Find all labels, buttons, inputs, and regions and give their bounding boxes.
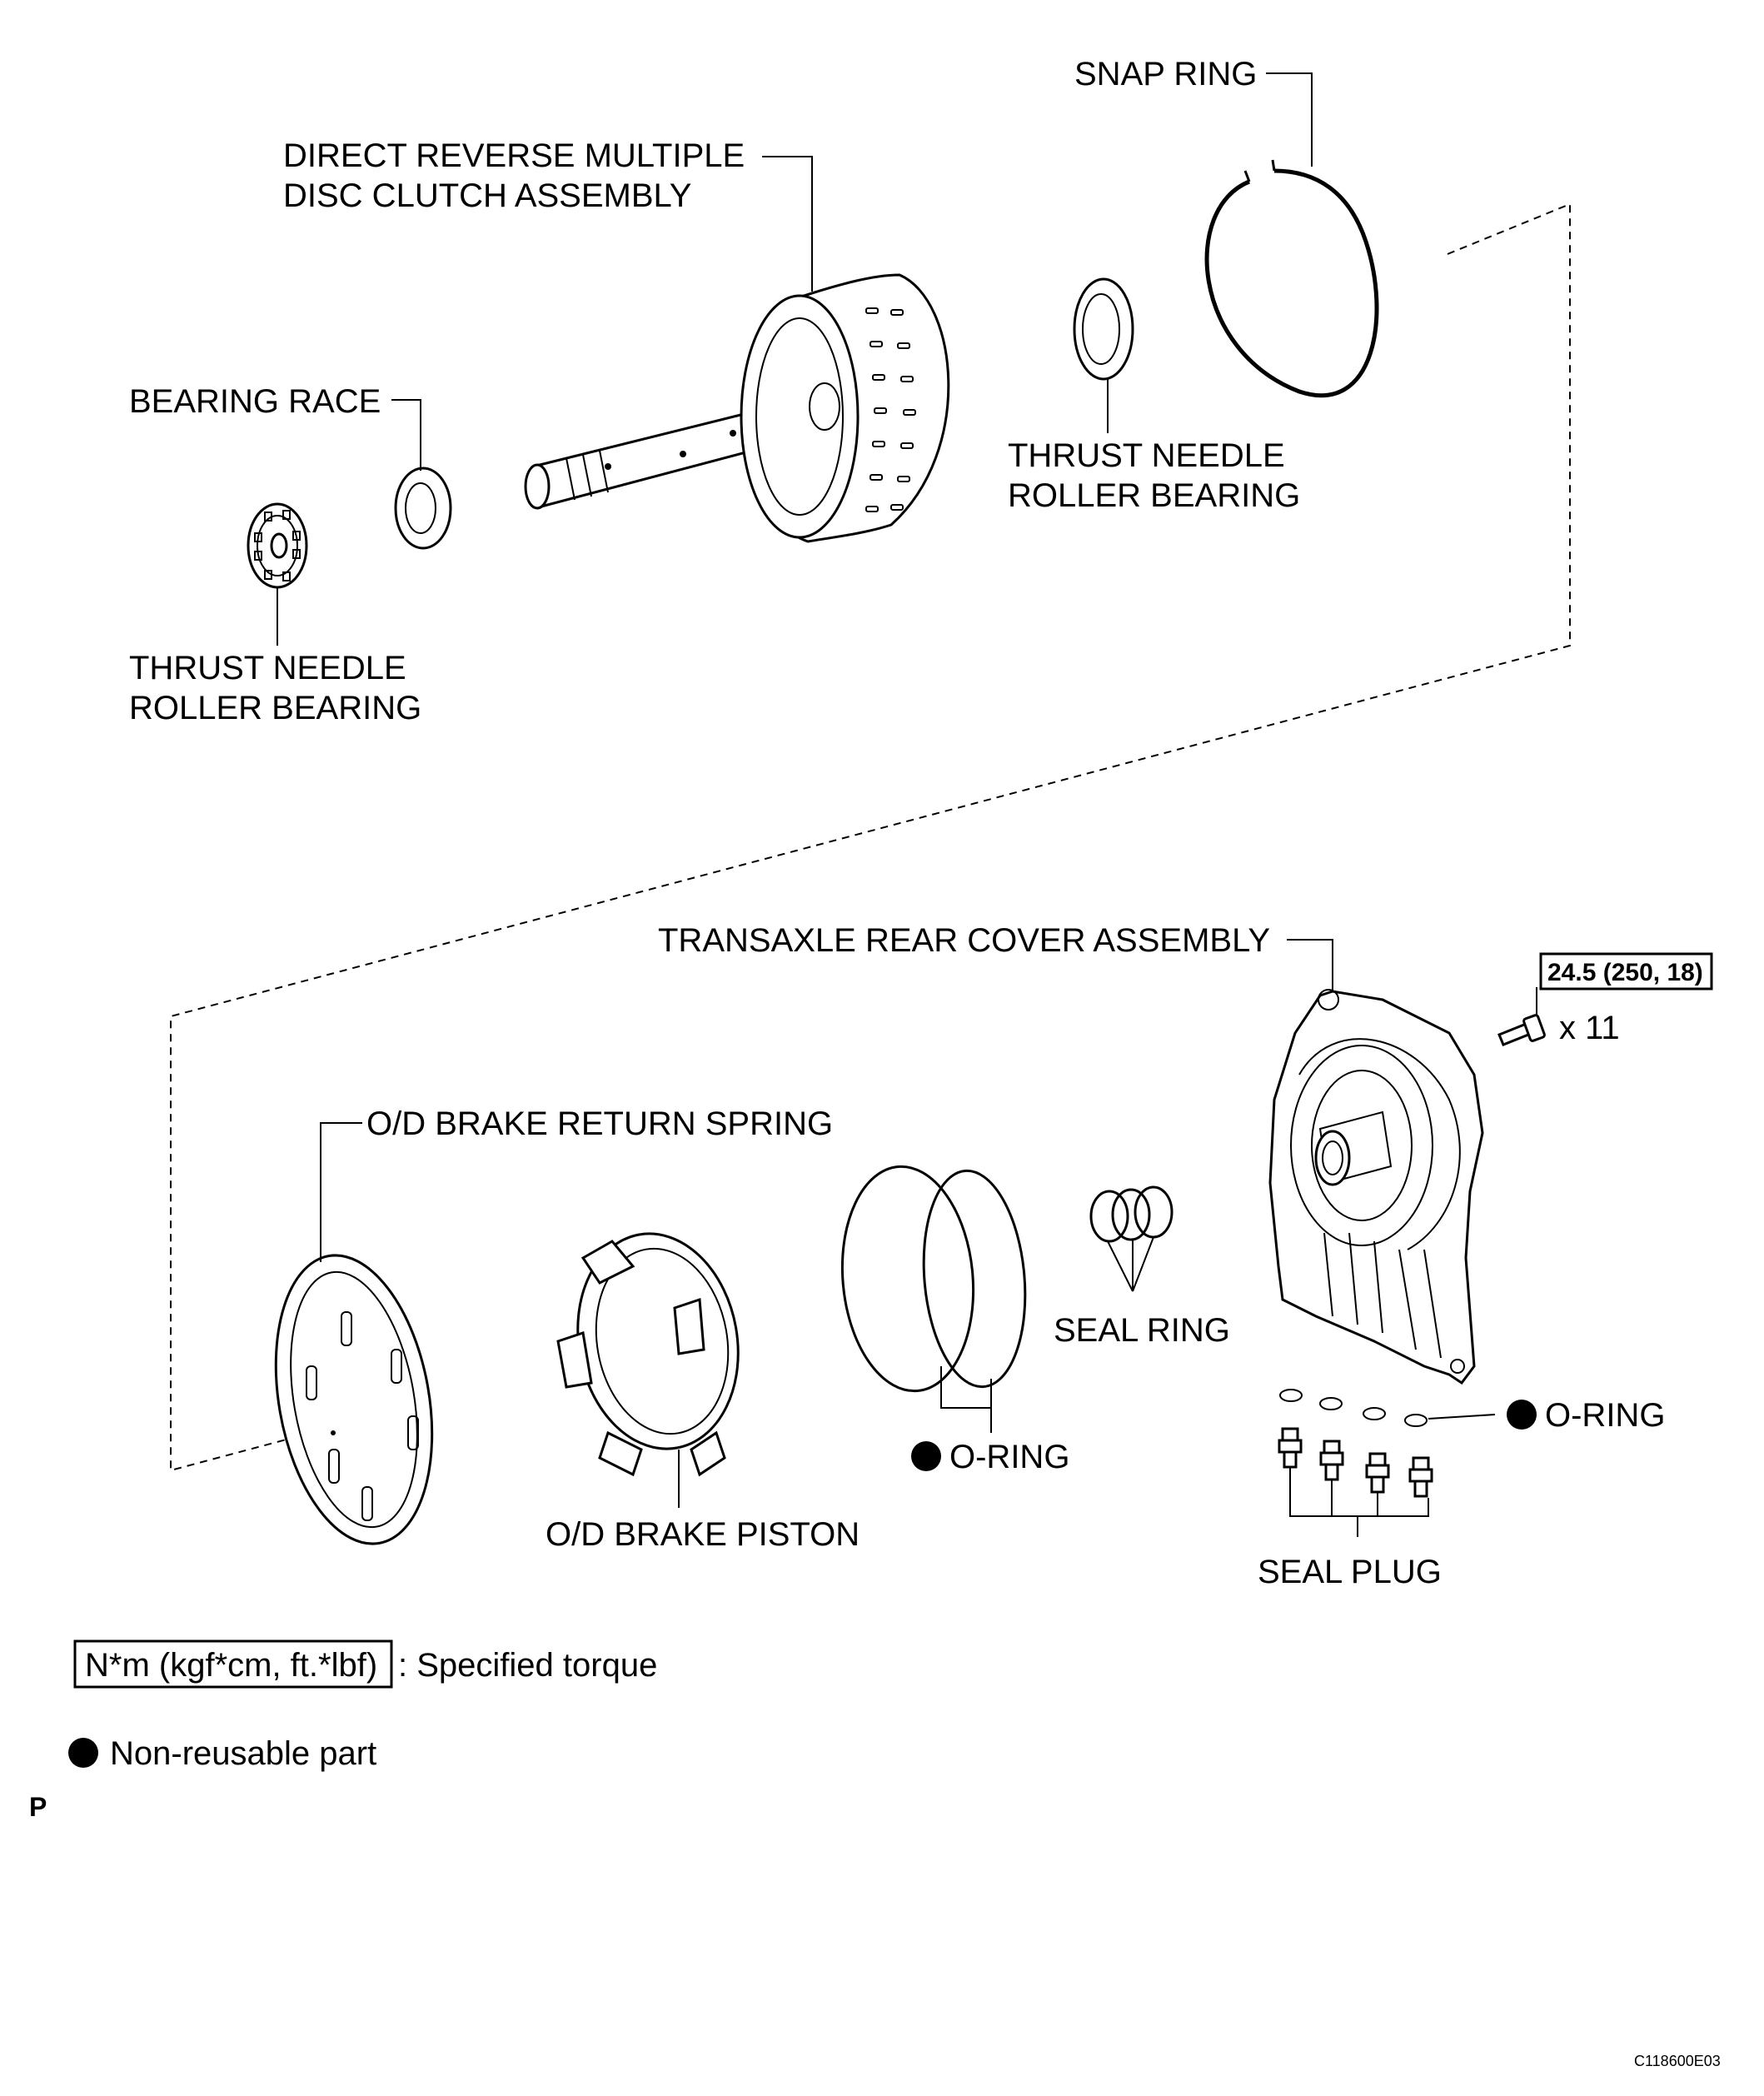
assembly-boundary-dashed-line (170, 202, 1571, 1472)
legend-torque-description: : Specified torque (398, 1647, 657, 1684)
bolt-quantity: x 11 (1559, 1010, 1620, 1046)
seal-ring-label: SEAL RING (1054, 1312, 1230, 1349)
legend-nonreusable-description: Non-reusable part (110, 1735, 376, 1772)
legend-torque-box-text: N*m (kgf*cm, ft.*lbf) (85, 1647, 377, 1684)
oring-right-part (1279, 1389, 1428, 1427)
rear-cover-leader (1287, 939, 1333, 991)
return-spring-leader (320, 1122, 362, 1262)
return-spring-label: O/D BRAKE RETURN SPRING (366, 1105, 833, 1142)
seal-ring-part (1089, 1185, 1174, 1243)
bolt-part (1497, 1014, 1546, 1046)
bearing-race-label: BEARING RACE (129, 383, 381, 420)
thrust-bearing-lower-label-line1: THRUST NEEDLE (129, 650, 406, 686)
return-spring-part (274, 1254, 434, 1545)
thrust-bearing-lower-label-line2: ROLLER BEARING (129, 690, 421, 726)
snap-ring-label: SNAP RING (1074, 56, 1257, 92)
legend-torque-box (73, 1639, 393, 1689)
bearing-race-leader (391, 399, 421, 471)
oring-right-nonreusable-dot (1507, 1400, 1537, 1430)
oring-center-nonreusable-dot (911, 1441, 941, 1471)
thrust-bearing-upper-part (1073, 277, 1134, 381)
clutch-assembly-label-line1: DIRECT REVERSE MULTIPLE (283, 137, 745, 174)
snap-ring-leader (1266, 72, 1313, 167)
figure-id: C118600E03 (1634, 2053, 1721, 2069)
brake-piston-part (556, 1232, 740, 1477)
clutch-assembly-leader (762, 156, 813, 292)
clutch-assembly-part (524, 273, 950, 543)
torque-spec-value: 24.5 (250, 18) (1547, 959, 1703, 986)
seal-plug-label: SEAL PLUG (1258, 1554, 1442, 1590)
rear-cover-label: TRANSAXLE REAR COVER ASSEMBLY (658, 922, 1270, 959)
brake-piston-label: O/D BRAKE PISTON (546, 1516, 860, 1553)
torque-spec-box (1539, 952, 1713, 991)
thrust-bearing-lower-part (247, 502, 308, 589)
legend-nonreusable-dot (68, 1738, 98, 1768)
oring-center-leader (940, 1366, 992, 1433)
rear-cover-part (1268, 989, 1484, 1385)
oring-center-part (840, 1165, 1027, 1393)
thrust-bearing-upper-label-line1: THRUST NEEDLE (1008, 437, 1285, 474)
snap-ring-part (1204, 159, 1379, 398)
seal-plug-part (1278, 1427, 1433, 1498)
bearing-race-part (394, 467, 452, 550)
page-p-mark: P (29, 1792, 47, 1822)
seal-ring-leader (1107, 1236, 1154, 1292)
thrust-bearing-upper-label-line2: ROLLER BEARING (1008, 477, 1300, 514)
oring-center-label: O-RING (949, 1439, 1069, 1475)
seal-plug-leader (1289, 1468, 1429, 1537)
clutch-assembly-label-line2: DISC CLUTCH ASSEMBLY (283, 177, 692, 214)
oring-right-leader (1428, 1414, 1496, 1420)
oring-right-label: O-RING (1545, 1397, 1665, 1434)
